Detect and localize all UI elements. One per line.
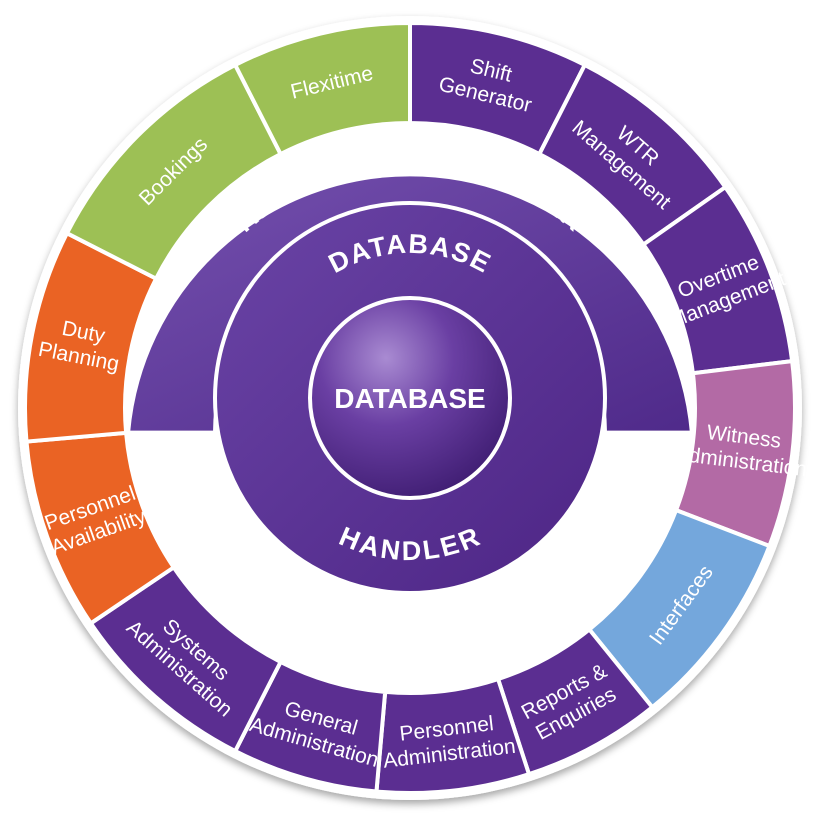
database-core xyxy=(308,296,512,500)
segment-flexitime xyxy=(232,20,412,157)
database-core-label: DATABASE xyxy=(334,383,485,414)
outer-segment-ring: ShiftGeneratorWTRManagementOvertimeManag… xyxy=(23,20,808,795)
